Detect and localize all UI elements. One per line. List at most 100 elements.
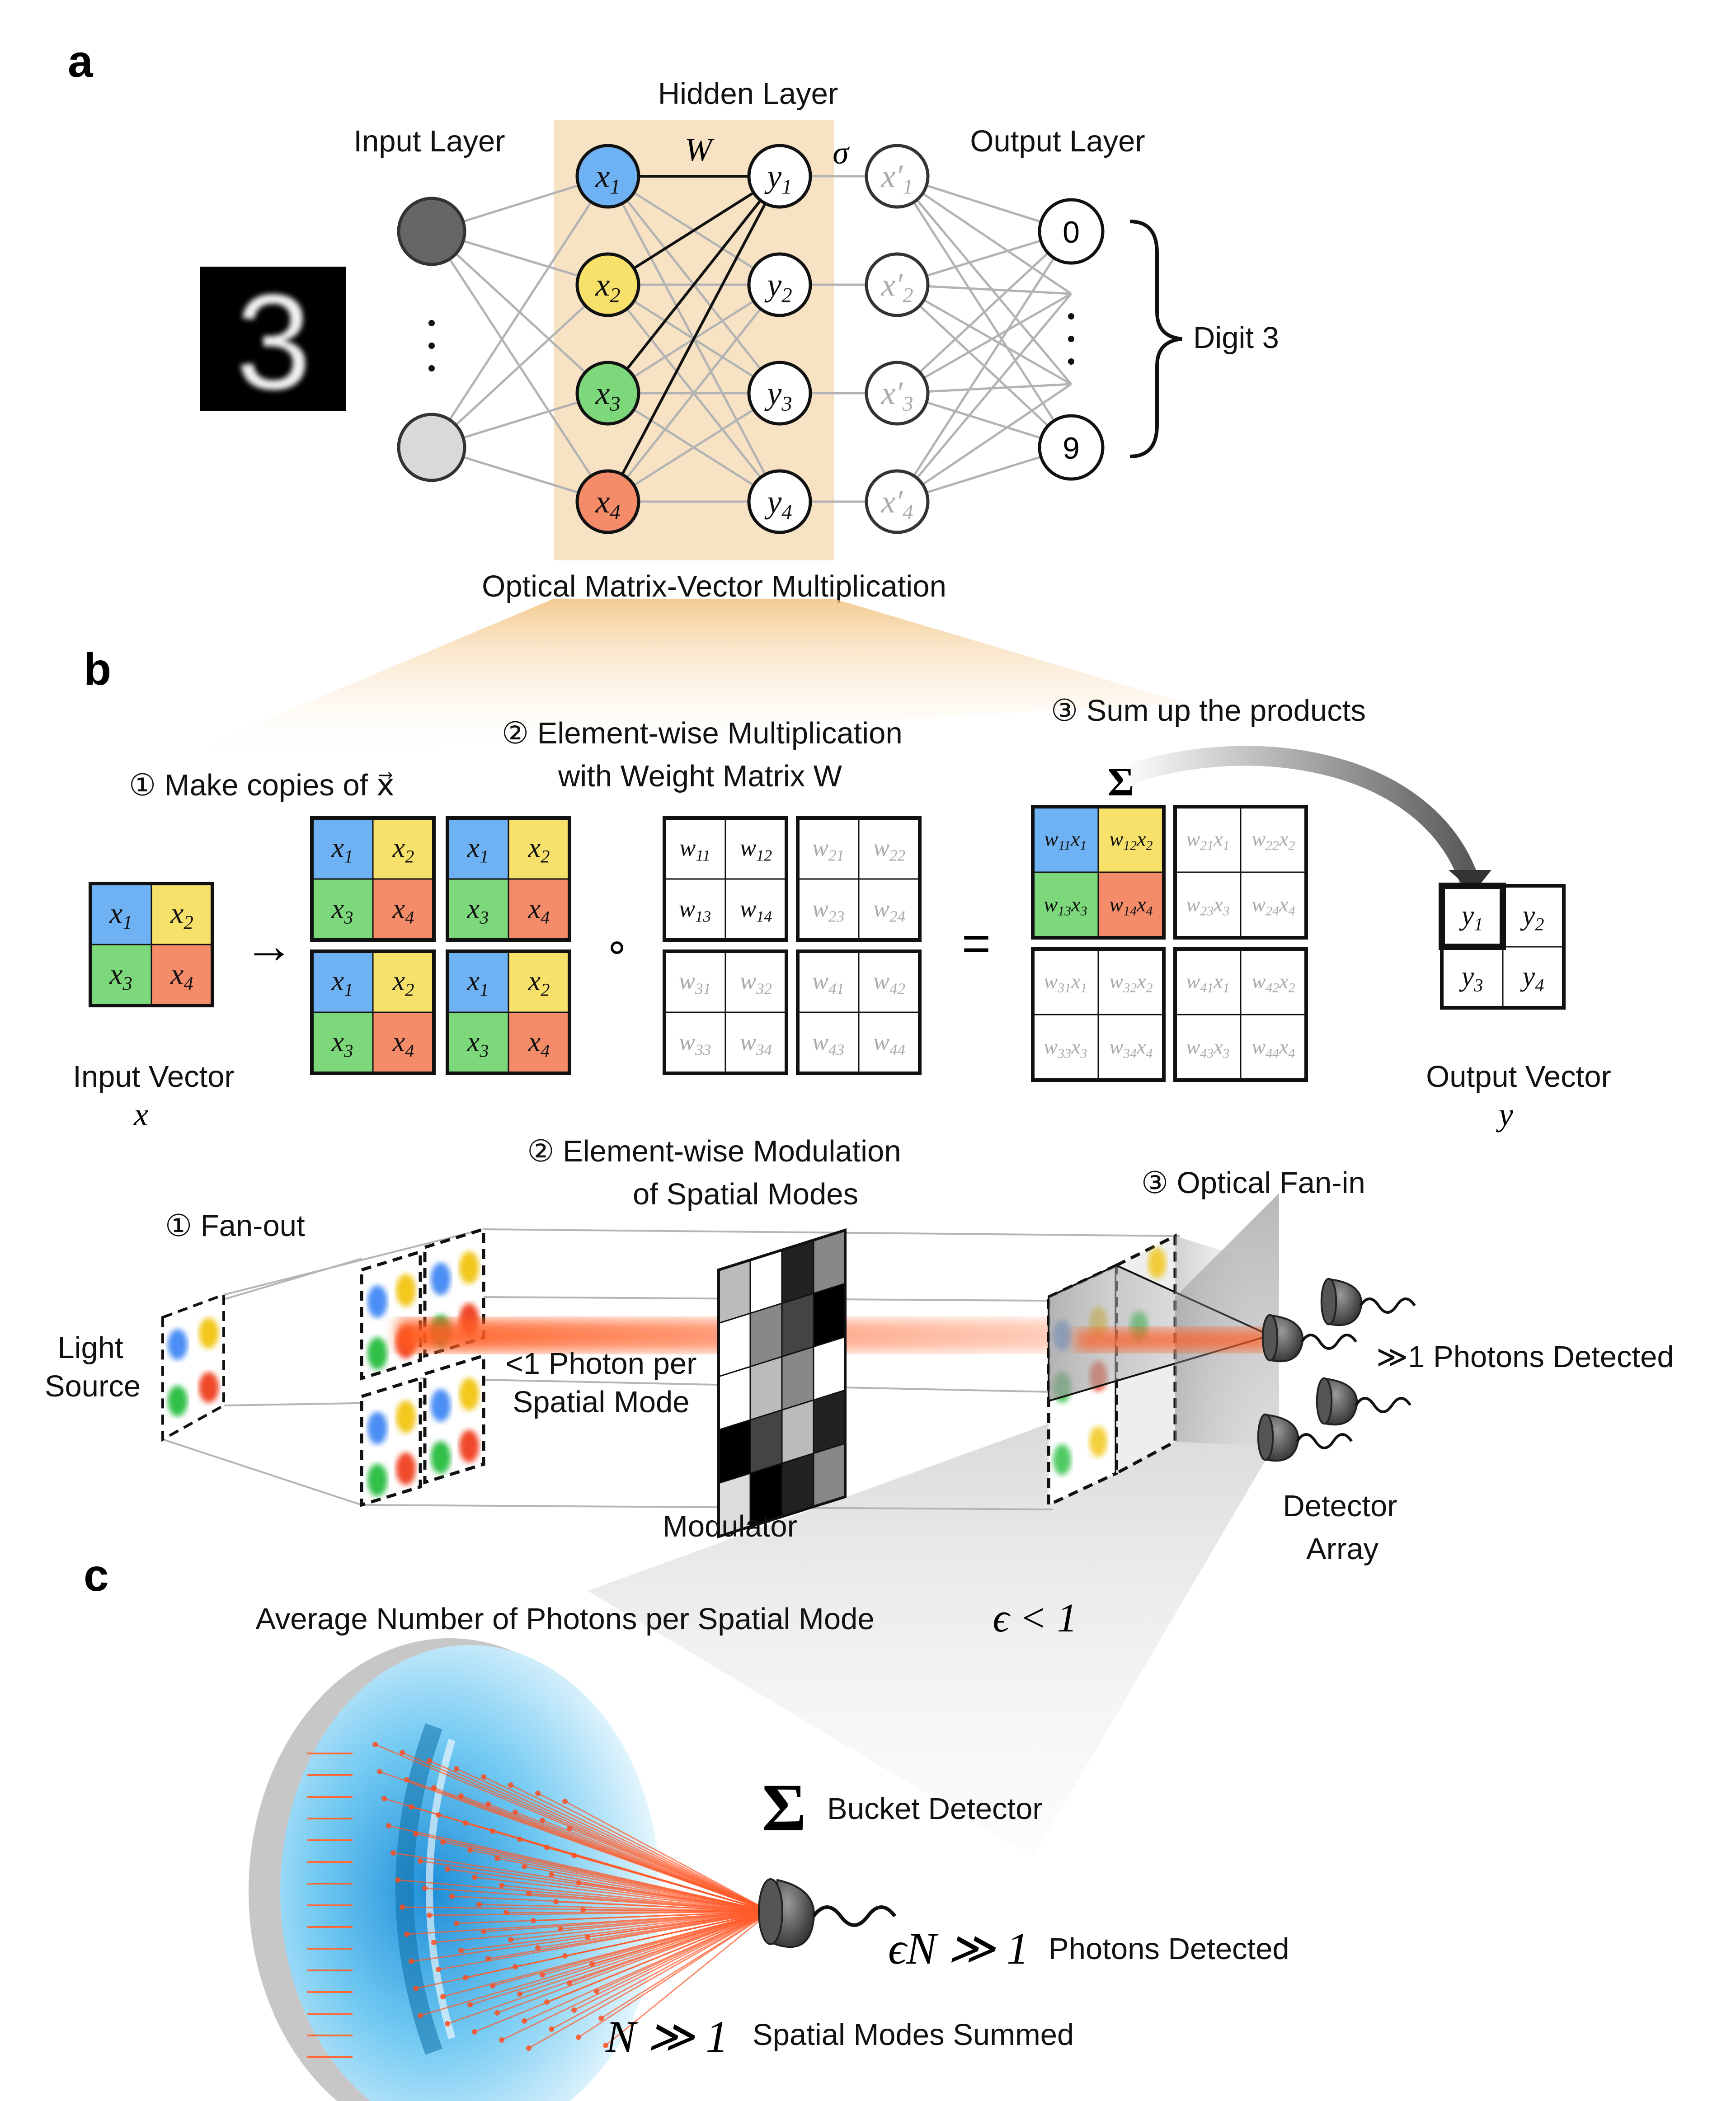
ray-origin <box>440 1994 446 1999</box>
ray-origin <box>576 2035 581 2040</box>
ray-origin <box>517 1991 522 1997</box>
ray-origin <box>508 1937 513 1942</box>
x-copy-1-cell <box>372 878 435 941</box>
weight-connections <box>607 175 781 503</box>
modulator-frame <box>717 1228 847 1539</box>
converging-ray <box>574 1911 771 2011</box>
x-copy-1-cell-label: x4 <box>392 893 414 927</box>
ray-origin <box>522 1864 527 1869</box>
fanin-spot <box>1089 1426 1107 1457</box>
ray-origin <box>522 2018 527 2024</box>
modulator-pixel <box>749 1302 783 1368</box>
output-ellipsis <box>1068 313 1074 365</box>
product-node-y1 <box>747 144 812 209</box>
ray-origin <box>458 1948 464 1953</box>
ray-origin <box>567 1826 572 1831</box>
x-copy-1-cell-label: x2 <box>392 832 414 866</box>
output-vector-symbol: y⃗ <box>1496 1096 1538 1133</box>
converging-ray <box>510 1911 771 1941</box>
product-block-3-cell <box>1032 948 1099 1015</box>
x-copy-2-cell-label: x3 <box>467 893 489 927</box>
x-copy-3-cell <box>372 950 435 1013</box>
hidden-node-x4-label: x4 <box>595 484 620 524</box>
ray-origin <box>481 1774 486 1780</box>
converging-ray <box>429 1911 771 1916</box>
output-y1-highlight <box>1439 883 1506 950</box>
ray-origin <box>436 1967 441 1972</box>
converging-ray <box>420 1860 771 1913</box>
product-block-4-cell-label: w43x3 <box>1186 1035 1230 1061</box>
detector-array <box>1257 1278 1416 1462</box>
converging-ray <box>474 1911 771 2033</box>
detected-photons-label: Photons Detected <box>1049 1932 1289 1966</box>
output-vector-grid-cell-label: y1 <box>1459 900 1483 934</box>
fanin-beam <box>1076 1329 1270 1351</box>
x-copy-4-cell-label: x3 <box>467 1027 489 1061</box>
detector-2-face <box>1261 1314 1279 1362</box>
hidden-layer-label: Hidden Layer <box>658 77 838 111</box>
converging-ray <box>456 1911 771 1924</box>
converging-ray <box>393 1852 771 1913</box>
weight-block-3-frame <box>663 949 788 1075</box>
detector-2-wire <box>1300 1334 1357 1350</box>
x-copy-1-cell-label: x1 <box>331 832 353 866</box>
x-copy-1-cell <box>311 878 374 941</box>
product-block-1-cell-label: w12x2 <box>1110 827 1153 853</box>
product-block-4-cell-label: w42x2 <box>1252 969 1295 995</box>
fanout-plane-2-spot <box>431 1263 451 1295</box>
summed-math: N ≫ 1 <box>605 2012 728 2062</box>
weight-block-1-cell-label: w12 <box>740 834 772 865</box>
converging-ray <box>456 1768 771 1913</box>
ray-origin <box>386 1823 391 1828</box>
weight-block-3-cell-label: w31 <box>679 968 711 998</box>
weight-block-1-cell-label: w11 <box>679 834 710 865</box>
ray-origin <box>449 1894 455 1899</box>
converging-ray <box>524 1911 771 2022</box>
fanout-plane-2-spot <box>459 1251 479 1284</box>
ray-origin <box>485 1801 491 1807</box>
ray-origin <box>436 1812 441 1818</box>
converging-ray <box>424 1887 771 1913</box>
light-source-label-line1: Light <box>57 1331 123 1365</box>
ray-origin <box>598 2016 604 2021</box>
weight-block-2-cell-label: w21 <box>812 834 844 865</box>
ray-origin <box>390 1850 396 1856</box>
fanout-planes <box>360 1227 485 1507</box>
x-copy-1-cell-label: x3 <box>331 893 353 927</box>
mnist-digit-image <box>200 267 346 411</box>
ray-origin <box>413 1831 419 1837</box>
bucket-sigma: Σ <box>762 1770 806 1845</box>
modulator-pixel <box>813 1389 846 1455</box>
panel-label-a: a <box>68 36 94 87</box>
product-block-3-frame <box>1031 947 1166 1082</box>
product-block-3-cell-label: w32x2 <box>1110 969 1153 995</box>
converging-ray <box>569 1828 771 1913</box>
weight-block-3-cell-label: w32 <box>740 968 772 998</box>
equals-op: = <box>962 916 991 971</box>
zoom-fan <box>167 599 1184 761</box>
product-block-2-cell-label: w23x3 <box>1186 893 1230 918</box>
product-block-3-cell-label: w34x4 <box>1110 1035 1153 1061</box>
x-copy-2-cell-label: x4 <box>528 893 550 927</box>
fanout-plane-4-spot <box>431 1441 451 1474</box>
output-vector-grid-cell-label: y4 <box>1520 961 1544 995</box>
weight-block-4-cell-label: w41 <box>812 968 844 998</box>
x-copy-3-cell-label: x4 <box>392 1027 414 1061</box>
panel-b: b ① Make copies of x⃗ ② Element-wise Mul… <box>73 599 1611 1133</box>
x-copy-4-cell-label: x4 <box>528 1027 550 1061</box>
ray-origin <box>544 1845 550 1850</box>
digit-brace <box>1129 220 1182 458</box>
detector-2 <box>1261 1314 1357 1363</box>
panel-label-c: c <box>84 1550 109 1601</box>
x-copy-1: x1 x2 x3 x4 <box>310 816 436 942</box>
product-block-2-cell-label: w24x4 <box>1252 893 1295 918</box>
ray-origin <box>494 1856 500 1861</box>
ray-origin <box>540 1818 545 1823</box>
product-block-2-frame <box>1173 805 1308 940</box>
ray-origin <box>413 1986 419 1991</box>
